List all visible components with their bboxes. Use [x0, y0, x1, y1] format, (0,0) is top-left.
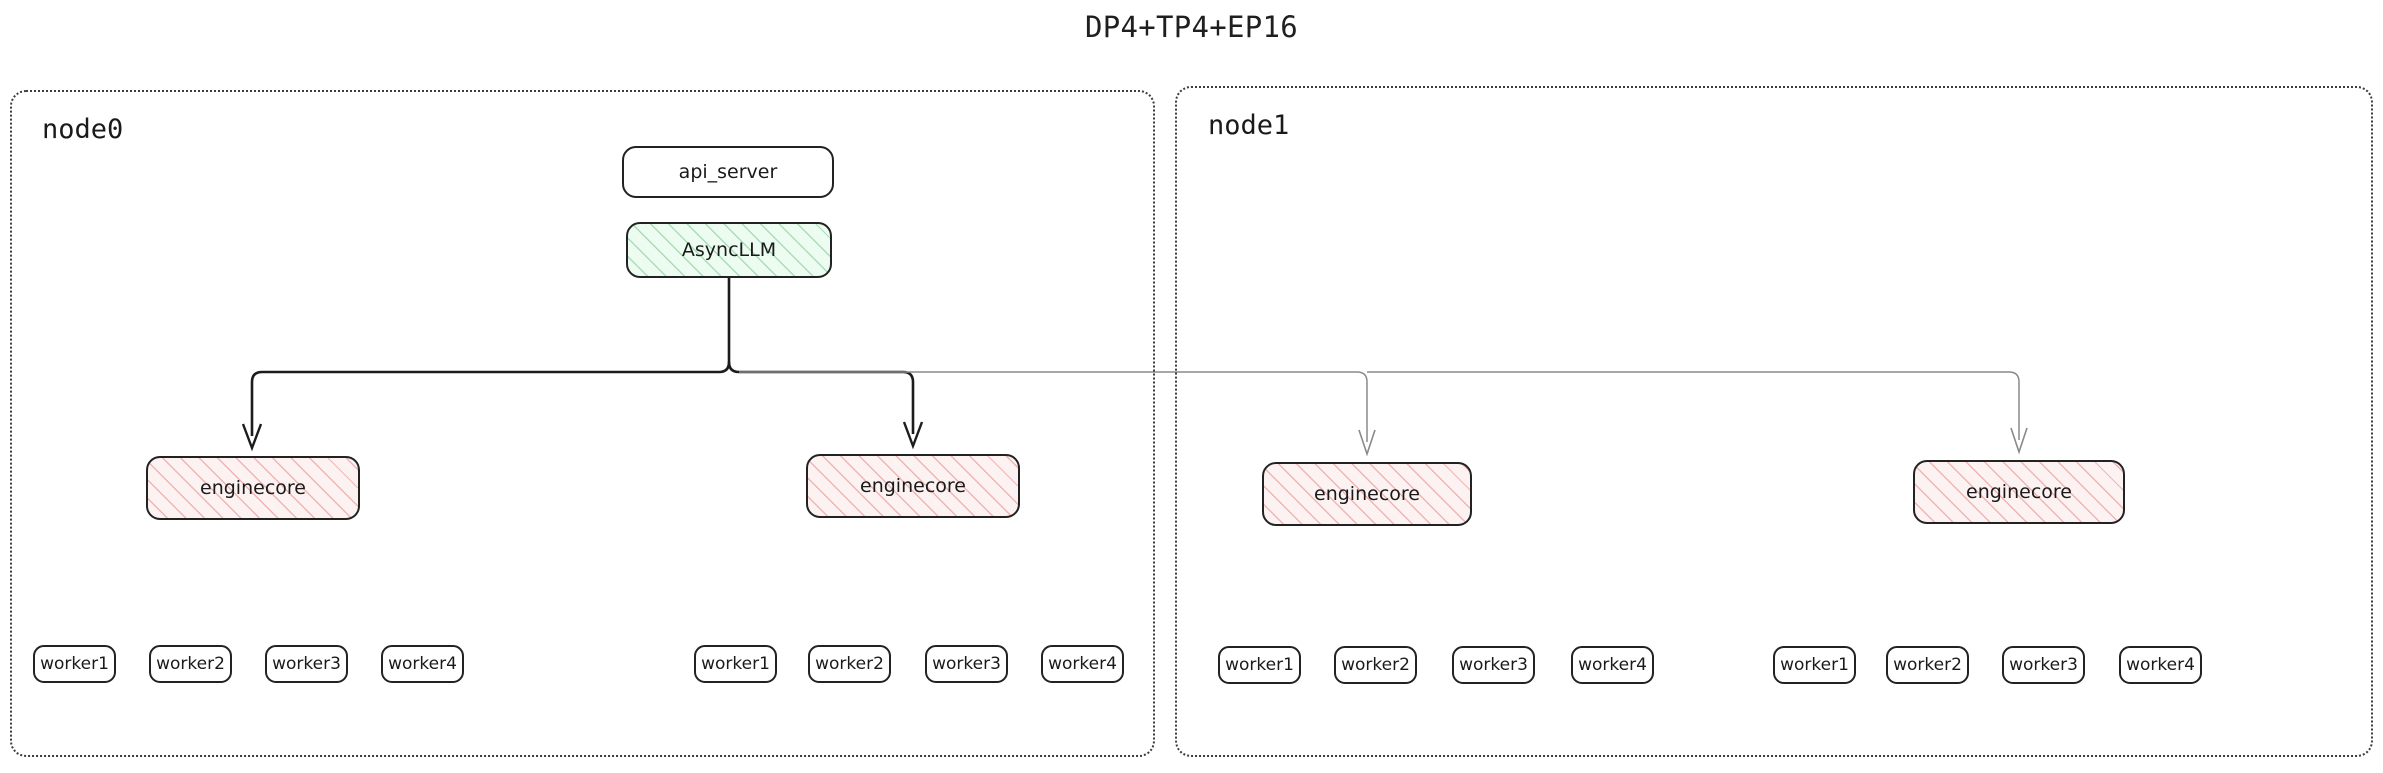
api-server-box[interactable]: api_server — [622, 146, 834, 198]
node-label-node1: node1 — [1208, 110, 1290, 141]
worker-box[interactable]: worker3 — [265, 645, 348, 683]
enginecore-box[interactable]: enginecore — [146, 456, 360, 520]
worker-box[interactable]: worker3 — [2002, 646, 2085, 684]
page-title: DP4+TP4+EP16 — [1084, 10, 1299, 44]
worker-box[interactable]: worker3 — [925, 645, 1008, 683]
worker-box[interactable]: worker2 — [149, 645, 232, 683]
node-container-node0 — [10, 90, 1155, 757]
node-container-node1 — [1175, 86, 2373, 757]
enginecore-box[interactable]: enginecore — [1262, 462, 1472, 526]
worker-box[interactable]: worker4 — [1571, 646, 1654, 684]
enginecore-box[interactable]: enginecore — [1913, 460, 2125, 524]
worker-box[interactable]: worker1 — [33, 645, 116, 683]
worker-box[interactable]: worker2 — [808, 645, 891, 683]
node-label-node0: node0 — [42, 114, 124, 145]
worker-box[interactable]: worker1 — [1773, 646, 1856, 684]
worker-box[interactable]: worker1 — [694, 645, 777, 683]
worker-box[interactable]: worker4 — [2119, 646, 2202, 684]
enginecore-box[interactable]: enginecore — [806, 454, 1020, 518]
worker-box[interactable]: worker3 — [1452, 646, 1535, 684]
async-llm-box[interactable]: AsyncLLM — [626, 222, 832, 278]
worker-box[interactable]: worker2 — [1334, 646, 1417, 684]
worker-box[interactable]: worker1 — [1218, 646, 1301, 684]
worker-box[interactable]: worker4 — [381, 645, 464, 683]
worker-box[interactable]: worker4 — [1041, 645, 1124, 683]
worker-box[interactable]: worker2 — [1886, 646, 1969, 684]
